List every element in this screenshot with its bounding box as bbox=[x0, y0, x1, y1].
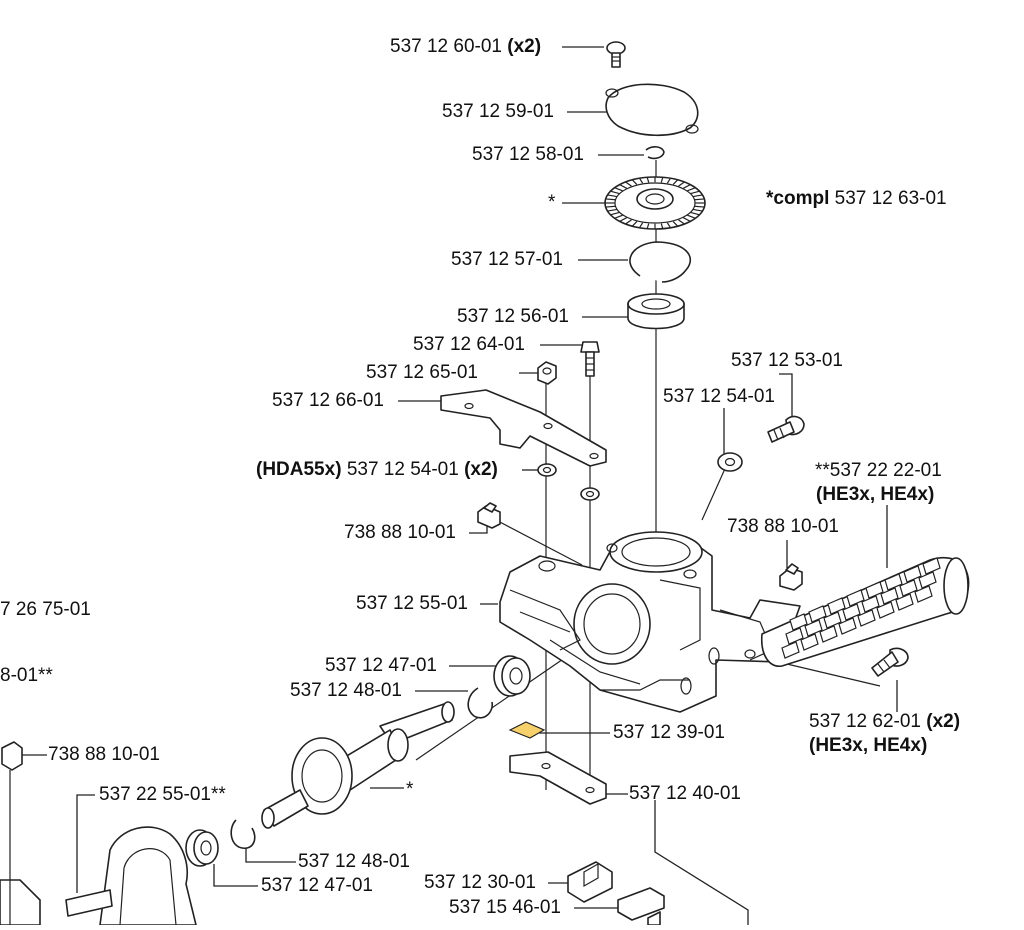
grease-nipple-left bbox=[477, 502, 501, 529]
label-pad: 537 12 39-01 bbox=[613, 722, 725, 743]
grease-nipple-bottom bbox=[1, 741, 23, 925]
label-shaft-assy: 537 22 55-01** bbox=[99, 784, 226, 805]
label-bolt: 537 12 64-01 bbox=[413, 334, 525, 355]
label-grease-nipple-right: 738 88 10-01 bbox=[727, 516, 839, 537]
top-bearing bbox=[627, 293, 685, 330]
shaft-tag bbox=[65, 889, 113, 917]
label-handle-screw-models: (HE3x, HE4x) bbox=[809, 735, 928, 756]
right-screw bbox=[767, 415, 805, 443]
bracket-nut bbox=[537, 361, 557, 385]
label-right-screw: 537 12 53-01 bbox=[731, 350, 843, 371]
label-handle-models: (HE3x, HE4x) bbox=[816, 484, 935, 505]
gear-cover bbox=[605, 83, 699, 137]
label-left-cut-2: 8-01** bbox=[0, 665, 53, 686]
label-gear-top-mark: * bbox=[548, 192, 556, 213]
pad bbox=[508, 721, 546, 739]
washers-center bbox=[537, 463, 600, 501]
label-bracket: 537 12 66-01 bbox=[272, 390, 384, 411]
retaining-ring bbox=[629, 241, 692, 283]
right-washer bbox=[717, 452, 743, 472]
label-low-bearing: 537 12 47-01 bbox=[261, 875, 373, 896]
label-handle-screw: 537 12 62-01 (x2) bbox=[809, 711, 961, 732]
label-housing: 537 12 55-01 bbox=[356, 593, 468, 614]
mid-circlip bbox=[467, 687, 494, 719]
label-left-cut-1: 7 26 75-01 bbox=[0, 599, 91, 620]
bracket-bolt bbox=[580, 341, 600, 377]
grease-nipple-right bbox=[779, 563, 803, 591]
label-retaining-ring: 537 12 57-01 bbox=[451, 249, 563, 270]
label-plate: 537 12 40-01 bbox=[629, 783, 741, 804]
label-washer-center: (HDA55x) 537 12 54-01 (x2) bbox=[256, 459, 498, 480]
low-bearing bbox=[185, 829, 219, 867]
label-right-washer: 537 12 54-01 bbox=[663, 386, 775, 407]
mid-bearing bbox=[493, 655, 531, 697]
label-gear-bottom-mark: * bbox=[406, 779, 414, 800]
gear-housing bbox=[499, 531, 801, 713]
label-top-circlip: 537 12 58-01 bbox=[472, 144, 584, 165]
low-circlip bbox=[230, 819, 256, 849]
label-mid-bearing: 537 12 47-01 bbox=[325, 655, 437, 676]
spacer bbox=[567, 861, 613, 903]
label-low-circlip: 537 12 48-01 bbox=[298, 851, 410, 872]
label-grease-nipple-bottom: 738 88 10-01 bbox=[48, 744, 160, 765]
handle bbox=[760, 556, 970, 667]
label-top-bearing: 537 12 56-01 bbox=[457, 306, 569, 327]
label-block: 537 15 46-01 bbox=[449, 897, 561, 918]
handle-screw bbox=[871, 647, 909, 677]
label-grease-nipple-left: 738 88 10-01 bbox=[344, 522, 456, 543]
label-handle: **537 22 22-01 bbox=[815, 460, 942, 481]
label-compl: *compl 537 12 63-01 bbox=[766, 188, 947, 209]
bottom-plate bbox=[509, 751, 607, 805]
label-nut: 537 12 65-01 bbox=[366, 362, 478, 383]
cover-screw bbox=[606, 41, 626, 68]
block bbox=[617, 887, 665, 926]
pinion-shaft bbox=[261, 701, 455, 829]
label-cover-screw: 537 12 60-01 (x2) bbox=[390, 36, 542, 57]
top-bevel-gear bbox=[604, 176, 706, 230]
label-cover: 537 12 59-01 bbox=[442, 101, 554, 122]
top-circlip bbox=[645, 146, 665, 160]
lower-housing bbox=[0, 826, 197, 926]
mounting-bracket bbox=[440, 389, 607, 467]
label-spacer: 537 12 30-01 bbox=[424, 872, 536, 893]
label-mid-circlip: 537 12 48-01 bbox=[290, 680, 402, 701]
